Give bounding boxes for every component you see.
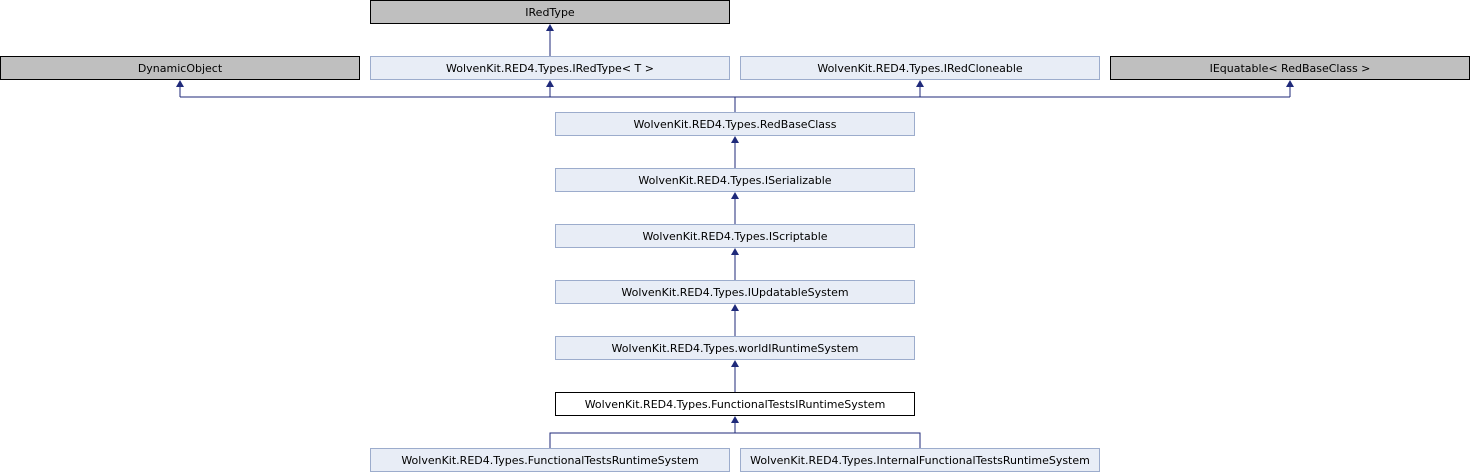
node-iupdatablesystem[interactable]: WolvenKit.RED4.Types.IUpdatableSystem [555,280,915,304]
arrowhead-redbaseclass [731,136,739,143]
node-internalfunctionaltestsruntimesystem[interactable]: WolvenKit.RED4.Types.InternalFunctionalT… [740,448,1100,472]
arrowhead-iserializable [731,192,739,199]
node-redbaseclass[interactable]: WolvenKit.RED4.Types.RedBaseClass [555,112,915,136]
node-functionaltestsruntimesystem[interactable]: WolvenKit.RED4.Types.FunctionalTestsRunt… [370,448,730,472]
node-dynamic-object: DynamicObject [0,56,360,80]
node-worldiruntimesystem[interactable]: WolvenKit.RED4.Types.worldIRuntimeSystem [555,336,915,360]
node-iscriptable[interactable]: WolvenKit.RED4.Types.IScriptable [555,224,915,248]
arrowhead-functionaltestsiruntimesystem [731,416,739,423]
node-functionaltestsiruntimesystem: WolvenKit.RED4.Types.FunctionalTestsIRun… [555,392,915,416]
arrowhead-iredtype [546,24,554,31]
node-iredtype-t[interactable]: WolvenKit.RED4.Types.IRedType< T > [370,56,730,80]
arrowhead-iequatable [1286,80,1294,87]
node-iserializable[interactable]: WolvenKit.RED4.Types.ISerializable [555,168,915,192]
edge-children-bus [549,422,921,448]
arrowhead-worldiruntimesystem [731,360,739,367]
arrowhead-iupdatablesystem [731,304,739,311]
node-iequatable: IEquatable< RedBaseClass > [1110,56,1470,80]
arrowhead-iredcloneable [916,80,924,87]
edge-redbaseclass-bus [180,96,1290,112]
arrowhead-dynamic-object [176,80,184,87]
arrowhead-iscriptable [731,248,739,255]
arrowhead-iredtype-t [546,80,554,87]
node-iredtype: IRedType [370,0,730,24]
node-iredcloneable[interactable]: WolvenKit.RED4.Types.IRedCloneable [740,56,1100,80]
